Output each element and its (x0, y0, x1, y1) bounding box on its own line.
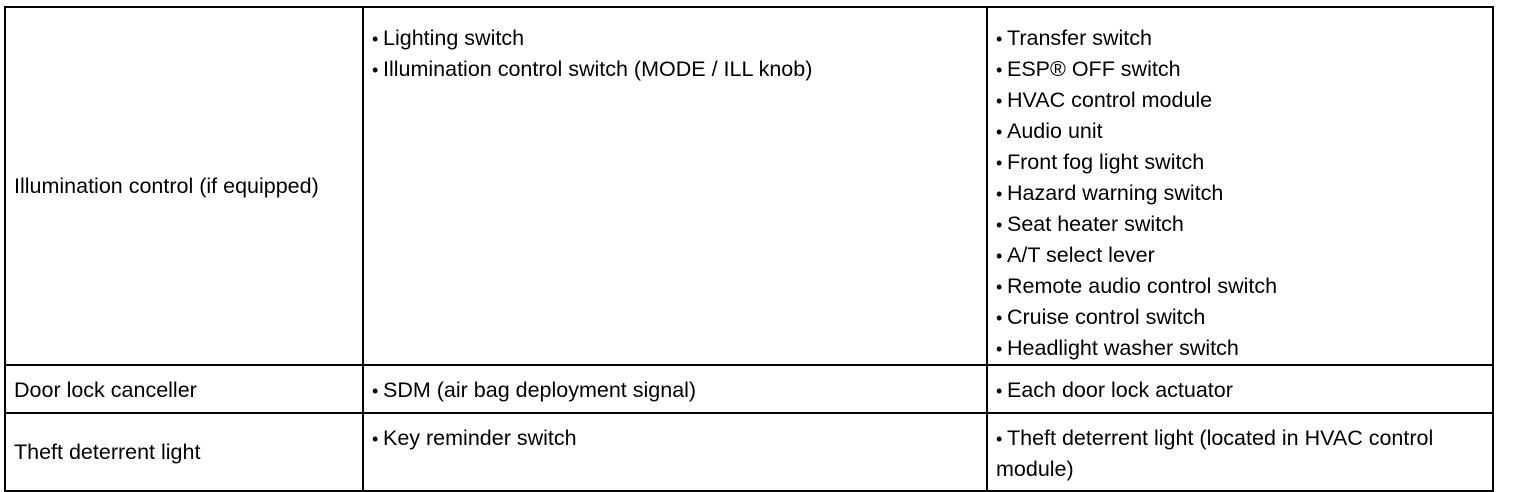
bullet-icon: • (996, 277, 1003, 297)
table-row: Door lock canceller •SDM (air bag deploy… (4, 364, 1494, 414)
function-cell: Illumination control (if equipped) (4, 6, 364, 366)
bullet-icon: • (996, 184, 1003, 204)
bullet-icon: • (996, 215, 1003, 235)
bullet-icon: • (996, 91, 1003, 111)
table-row: Theft deterrent light •Key reminder swit… (4, 412, 1494, 492)
output-list: •Each door lock actuator (996, 375, 1484, 406)
input-cell: •SDM (air bag deployment signal) (362, 364, 988, 414)
bullet-icon: • (372, 60, 379, 80)
bullet-icon: • (996, 429, 1003, 449)
list-item: •Front fog light switch (996, 147, 1484, 178)
bullet-icon: • (996, 381, 1003, 401)
input-list: •SDM (air bag deployment signal) (372, 375, 978, 406)
table-row: Illumination control (if equipped) •Ligh… (4, 6, 1494, 366)
bullet-icon: • (996, 60, 1003, 80)
list-item: •SDM (air bag deployment signal) (372, 375, 978, 406)
list-item: •HVAC control module (996, 85, 1484, 116)
input-list: •Key reminder switch (372, 423, 978, 454)
spec-table: Illumination control (if equipped) •Ligh… (4, 6, 1494, 492)
list-item: •Each door lock actuator (996, 375, 1484, 406)
input-list: •Lighting switch •Illumination control s… (372, 23, 978, 85)
bullet-icon: • (996, 122, 1003, 142)
output-cell: •Transfer switch •ESP® OFF switch •HVAC … (986, 6, 1494, 366)
output-cell: •Theft deterrent light (located in HVAC … (986, 412, 1494, 492)
list-item: •A/T select lever (996, 240, 1484, 271)
output-cell: •Each door lock actuator (986, 364, 1494, 414)
output-list: •Transfer switch •ESP® OFF switch •HVAC … (996, 23, 1484, 364)
list-item: •ESP® OFF switch (996, 54, 1484, 85)
list-item: •Remote audio control switch (996, 271, 1484, 302)
bullet-icon: • (996, 29, 1003, 49)
input-cell: •Lighting switch •Illumination control s… (362, 6, 988, 366)
list-item: •Key reminder switch (372, 423, 978, 454)
list-item: •Illumination control switch (MODE / ILL… (372, 54, 978, 85)
function-cell: Theft deterrent light (4, 412, 364, 492)
list-item: •Seat heater switch (996, 209, 1484, 240)
bullet-icon: • (996, 339, 1003, 359)
input-cell: •Key reminder switch (362, 412, 988, 492)
bullet-icon: • (996, 153, 1003, 173)
function-label: Door lock canceller (14, 378, 197, 402)
output-list: •Theft deterrent light (located in HVAC … (996, 423, 1484, 484)
bullet-icon: • (372, 381, 379, 401)
function-cell: Door lock canceller (4, 364, 364, 414)
list-item: •Hazard warning switch (996, 178, 1484, 209)
bullet-icon: • (372, 429, 379, 449)
list-item: •Cruise control switch (996, 302, 1484, 333)
list-item: •Headlight washer switch (996, 333, 1484, 364)
function-label: Theft deterrent light (14, 440, 201, 464)
list-item: •Lighting switch (372, 23, 978, 54)
bullet-icon: • (996, 246, 1003, 266)
bullet-icon: • (996, 308, 1003, 328)
function-label: Illumination control (if equipped) (14, 174, 319, 198)
bullet-icon: • (372, 29, 379, 49)
list-item: •Audio unit (996, 116, 1484, 147)
list-item: •Transfer switch (996, 23, 1484, 54)
list-item: •Theft deterrent light (located in HVAC … (996, 426, 1434, 481)
